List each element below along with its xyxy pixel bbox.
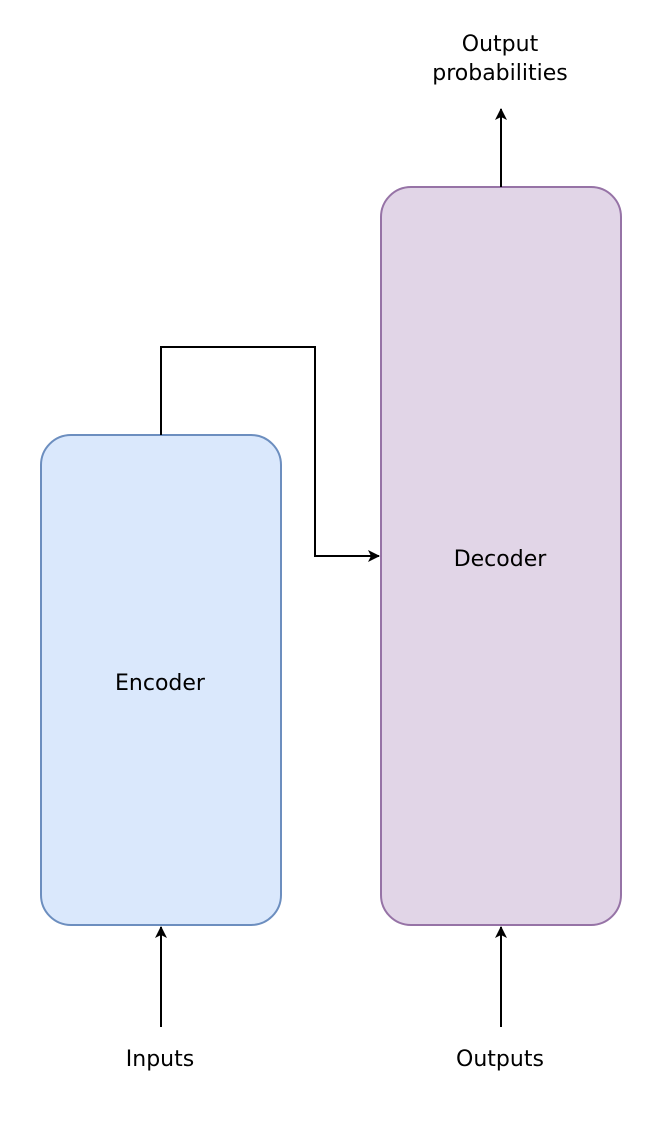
encoder-label: Encoder [115, 671, 206, 696]
output-probabilities-label-line2: probabilities [432, 61, 567, 86]
inputs-label: Inputs [126, 1047, 194, 1072]
encoder-to-decoder-arrow [160, 346, 380, 562]
output-probabilities-label-line1: Output [462, 32, 539, 57]
decoder-label: Decoder [454, 547, 548, 572]
outputs-label: Outputs [456, 1047, 544, 1072]
